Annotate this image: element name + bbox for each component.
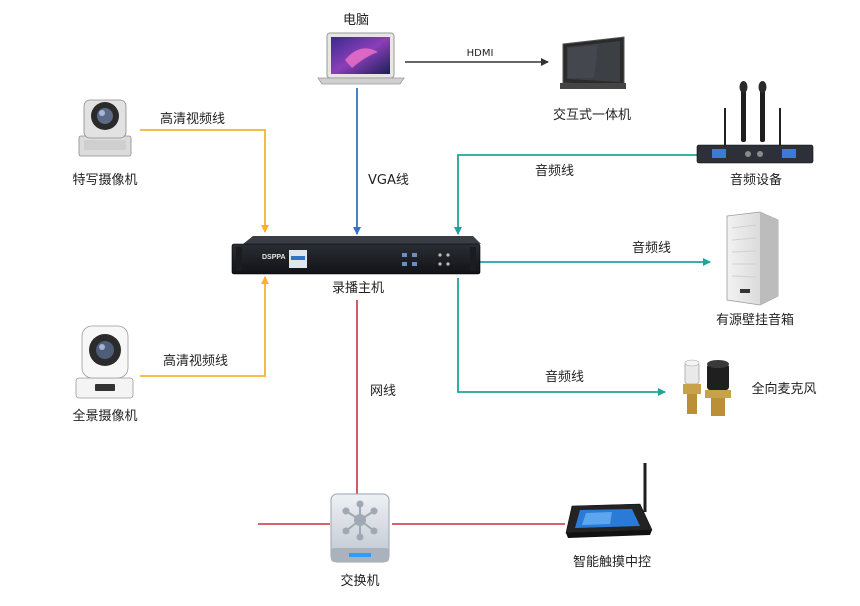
network-switch-icon xyxy=(330,493,390,563)
laptop-icon xyxy=(317,32,405,85)
hd-video-top-link-line xyxy=(140,129,269,233)
audio-speaker-label: 音频线 xyxy=(632,240,671,256)
hd-video-bottom-label: 高清视频线 xyxy=(163,353,228,369)
audio-in-link-line xyxy=(454,154,697,235)
audio-mic-link-line xyxy=(457,278,666,396)
computer-label: 电脑 xyxy=(343,13,369,28)
microphone-icon xyxy=(683,359,731,416)
host-brand-logo: DSPPA xyxy=(262,254,286,261)
panorama-camera-icon xyxy=(75,325,134,399)
panorama-camera-label: 全景摄像机 xyxy=(72,408,137,424)
closeup-camera-icon xyxy=(78,99,132,157)
speaker-label: 有源壁挂音箱 xyxy=(716,312,794,328)
touch-controller-icon xyxy=(565,463,653,538)
vga-label: VGA线 xyxy=(368,173,409,188)
speaker-icon xyxy=(726,211,779,306)
closeup-camera-label: 特写摄像机 xyxy=(72,173,137,188)
recording-host-icon xyxy=(231,236,481,275)
audio-device-label: 音频设备 xyxy=(730,172,782,188)
audio-in-label: 音频线 xyxy=(535,163,574,179)
interactive-display-icon xyxy=(560,36,626,89)
hd-video-top-label: 高清视频线 xyxy=(160,111,225,127)
switch-label: 交换机 xyxy=(340,573,379,589)
hdmi-label: HDMI xyxy=(467,48,494,59)
hd-video-bottom-link-line xyxy=(140,276,269,377)
audio-device-icon xyxy=(696,81,814,164)
recording-host-label: 录播主机 xyxy=(332,281,384,296)
microphone-label: 全向麦克风 xyxy=(751,381,816,397)
touch-controller-label: 智能触摸中控 xyxy=(573,555,651,570)
audio-mic-label: 音频线 xyxy=(545,369,584,385)
network-label: 网线 xyxy=(370,384,396,399)
interactive-display-label: 交互式一体机 xyxy=(553,107,631,123)
